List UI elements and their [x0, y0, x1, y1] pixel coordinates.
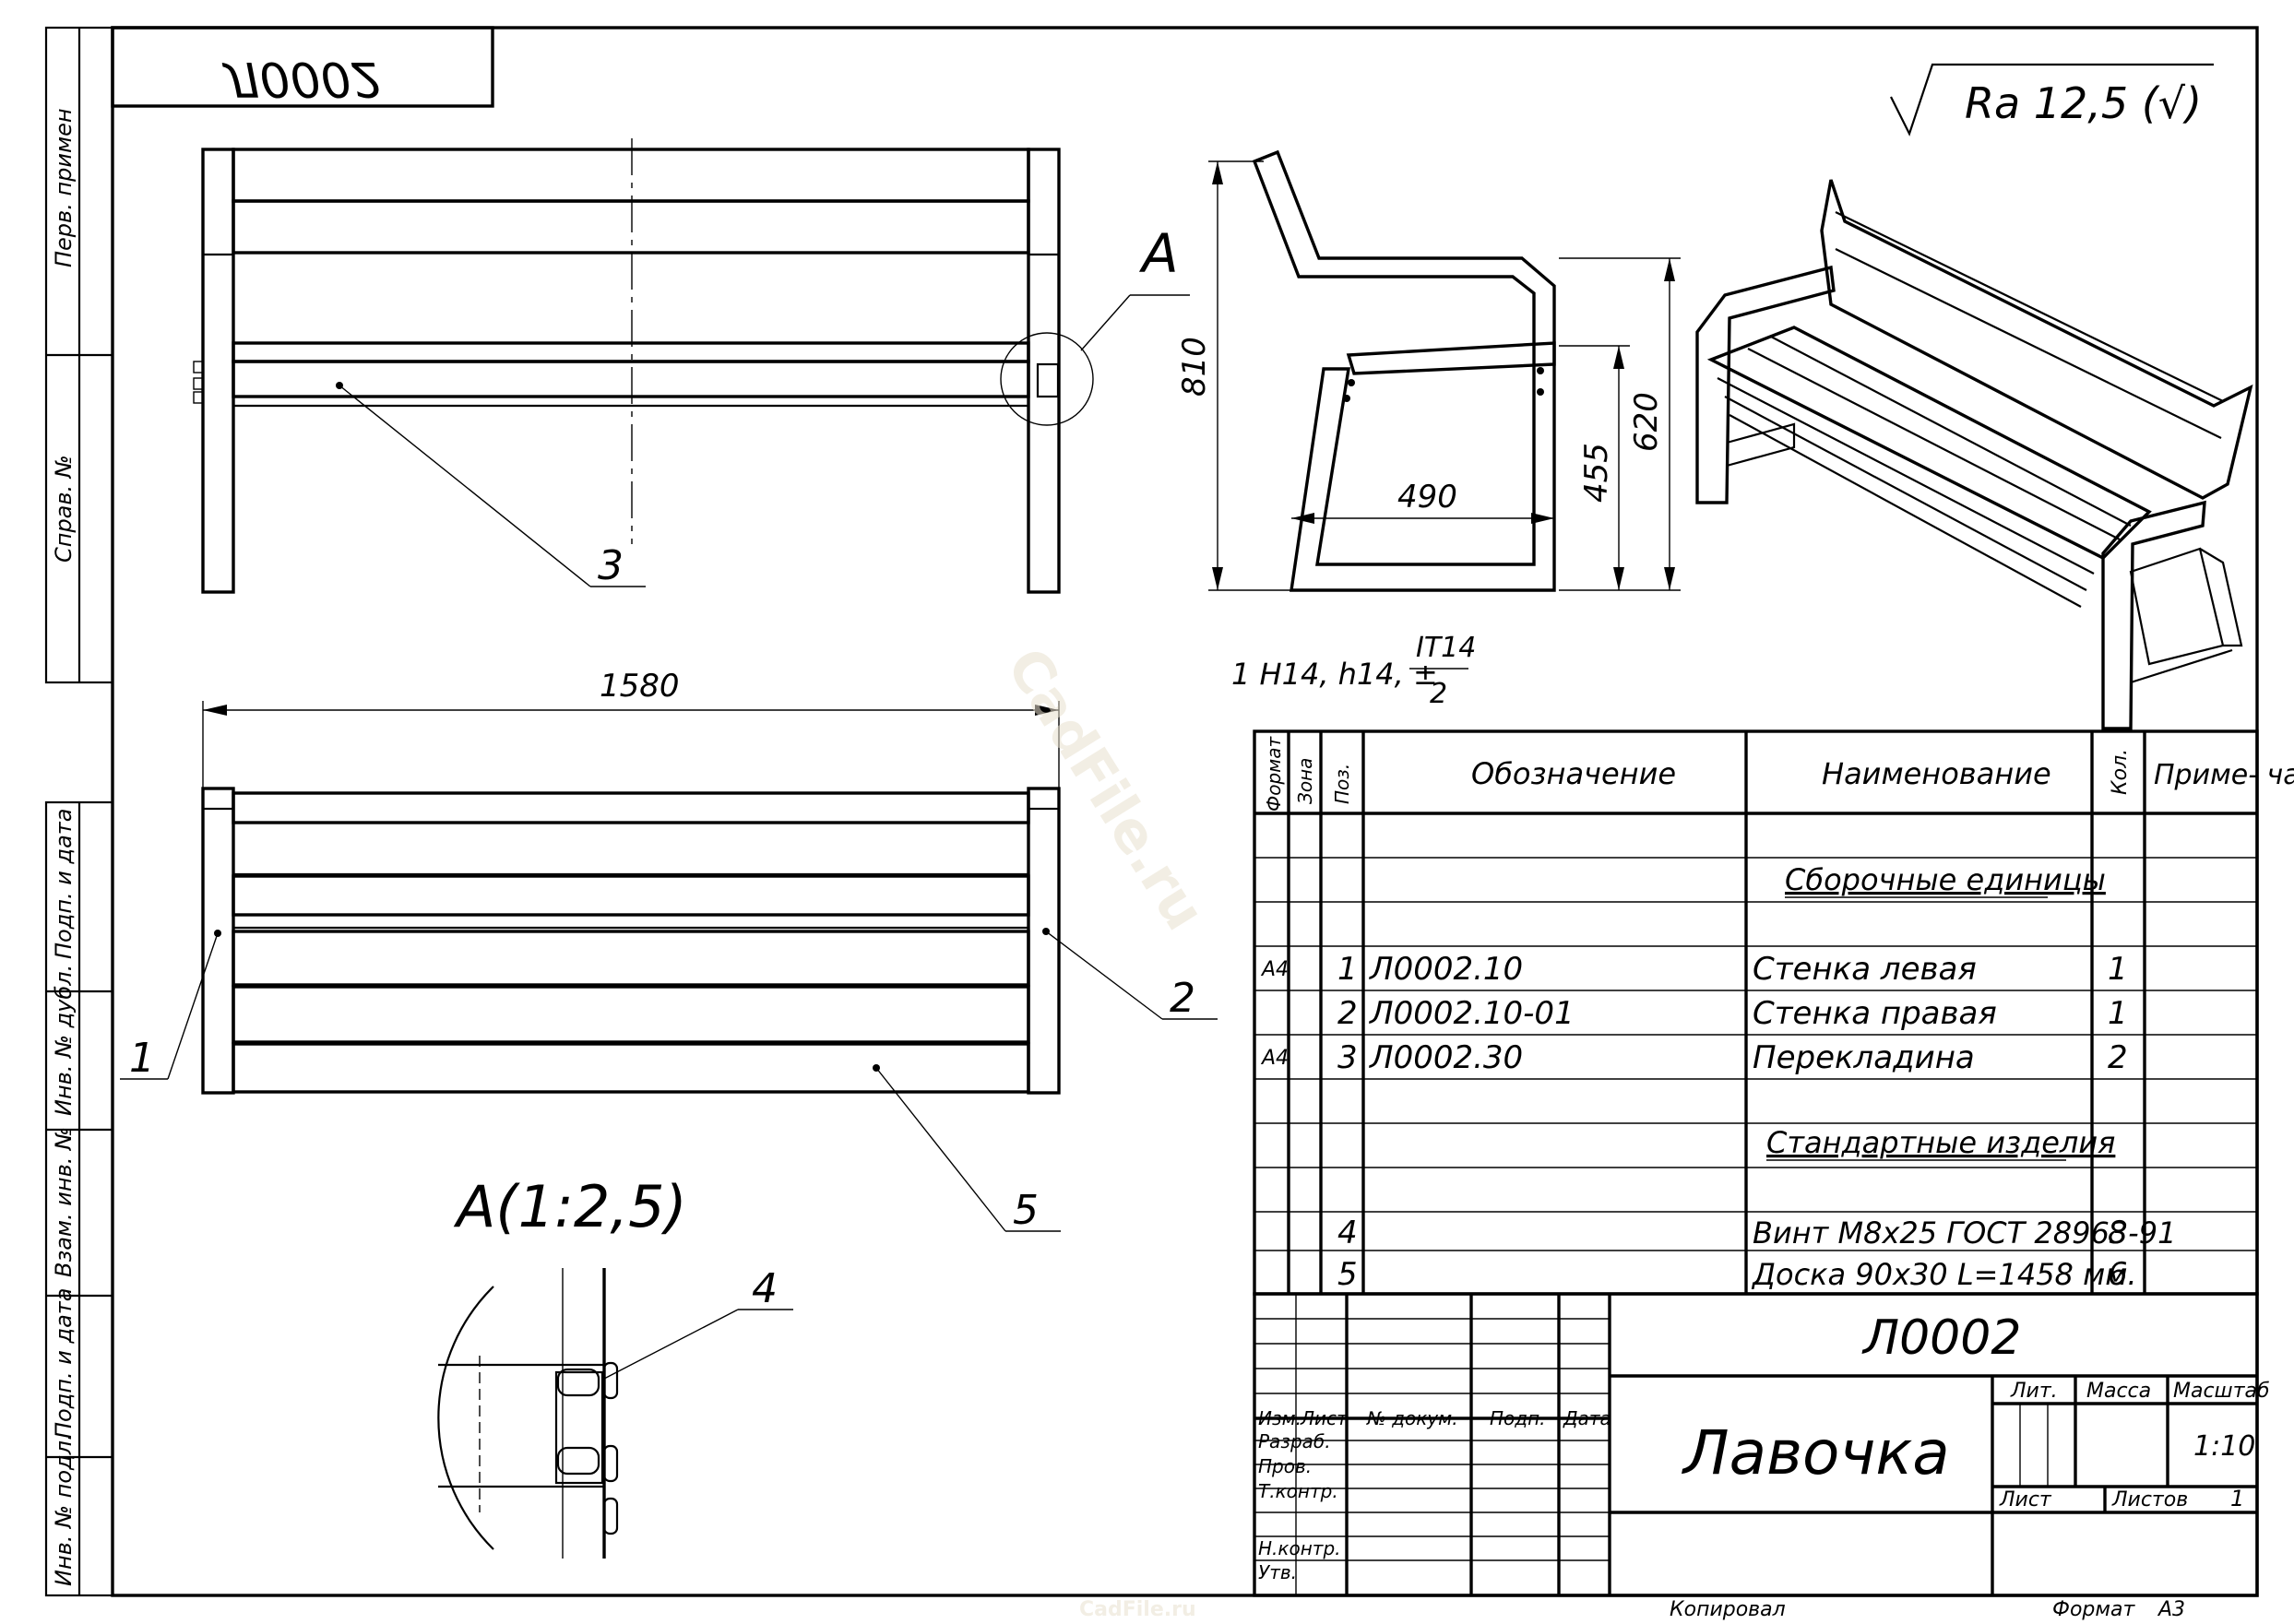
- roughness-symbol: Ra 12,5 (√): [1890, 63, 2214, 136]
- margin-label-perv: Перв. примен: [51, 108, 77, 267]
- section-assemblies: Сборочные единицы: [1785, 862, 2106, 897]
- footer-copied: Копировал: [1670, 1598, 1786, 1621]
- dim-1580: 1580: [600, 668, 680, 705]
- header-pos: Поз.: [1331, 764, 1353, 804]
- tb-sheet-label: Лист: [1999, 1488, 2052, 1511]
- row-format: А4: [1260, 1047, 1289, 1070]
- spec-table: Формат Зона Поз. Обозначение Наименовани…: [1253, 729, 2294, 1296]
- margin-label-dubl: Инв. № дубл.: [51, 965, 77, 1116]
- tb-role-utv: Утв.: [1258, 1561, 1297, 1583]
- row-designation: Л0002.10-01: [1368, 995, 1575, 1032]
- table-row: 4 Винт М8х25 ГОСТ 28963-91 8: [1337, 1215, 2176, 1251]
- dim-810: 810: [1176, 337, 1213, 397]
- header-note: Приме- чание: [2154, 759, 2294, 791]
- tb-role-razrab: Разраб.: [1258, 1430, 1331, 1452]
- row-name: Стенка левая: [1753, 951, 1977, 988]
- tb-col-docum: № докум.: [1366, 1407, 1458, 1429]
- table-row: 2 Л0002.10-01 Стенка правая 1: [1337, 995, 2128, 1032]
- row-pos: 3: [1337, 1039, 1358, 1076]
- footer-format-value: А3: [2157, 1598, 2185, 1621]
- row-pos: 5: [1337, 1256, 1358, 1293]
- tolerance-prefix: 1 H14, h14, ±: [1231, 657, 1438, 692]
- tb-col-izm: Изм.: [1258, 1407, 1302, 1429]
- margin-label-vzam: Взам. инв. №: [51, 1127, 77, 1277]
- row-designation: Л0002.10: [1368, 951, 1523, 988]
- tb-col-list: Лист: [1300, 1407, 1349, 1429]
- tb-lit-label: Лит.: [2010, 1380, 2058, 1403]
- row-name: Доска 90х30 L=1458 мм.: [1751, 1257, 2137, 1292]
- row-qty: 6: [2108, 1256, 2128, 1293]
- mirrored-designation: Л0002: [221, 51, 381, 106]
- tb-role-tkontr: Т.контр.: [1258, 1480, 1338, 1502]
- tb-col-podp: Подп.: [1490, 1407, 1546, 1429]
- tb-designation: Л0002: [1861, 1310, 2021, 1366]
- tb-sheets-label: Листов: [2111, 1488, 2188, 1511]
- header-format: Формат: [1263, 736, 1285, 812]
- margin-label-podp1: Подп. и дата: [51, 809, 77, 960]
- tb-col-data: Дата: [1563, 1407, 1611, 1429]
- table-row: 5 Доска 90х30 L=1458 мм. 6: [1337, 1256, 2137, 1293]
- row-qty: 2: [2108, 1039, 2128, 1076]
- table-row: А4 1 Л0002.10 Стенка левая 1: [1260, 951, 2128, 988]
- tb-scale-label: Масштаб: [2173, 1380, 2270, 1403]
- tb-role-nkontr: Н.контр.: [1258, 1537, 1341, 1559]
- row-name: Стенка правая: [1753, 995, 1997, 1032]
- tb-role-prov: Пров.: [1258, 1455, 1312, 1477]
- header-qty: Кол.: [2109, 749, 2132, 795]
- table-row: А4 3 Л0002.30 Перекладина 2: [1260, 1039, 2128, 1076]
- row-pos: 4: [1337, 1215, 1358, 1251]
- callout-5: 5: [1013, 1187, 1039, 1234]
- detail-label: A(1:2,5): [453, 1173, 687, 1240]
- margin-label-podp2: Подп. и дата: [51, 1288, 77, 1440]
- row-designation: Л0002.30: [1368, 1039, 1523, 1076]
- tolerance-denominator: 2: [1430, 678, 1447, 710]
- top-view: 1580 1 2 5: [120, 668, 1218, 1234]
- margin-label-inv: Инв. № подл.: [51, 1433, 77, 1586]
- tolerance-note: 1 H14, h14, ± IT14 2: [1231, 632, 1476, 710]
- row-pos: 1: [1337, 951, 1358, 988]
- tb-sheets-value: 1: [2230, 1486, 2244, 1511]
- dim-490: 490: [1397, 479, 1457, 516]
- roughness-text: Ra 12,5 (√): [1965, 78, 2202, 128]
- header-designation: Обозначение: [1471, 756, 1676, 791]
- row-name: Перекладина: [1753, 1039, 1975, 1076]
- detail-view-A: A(1:2,5) 4: [437, 1173, 793, 1559]
- margin-label-sprav: Справ. №: [51, 455, 77, 563]
- callout-4: 4: [752, 1265, 778, 1312]
- title-block: Л0002 Лавочка Изм. Лист № докум. Подп. Д…: [1253, 1292, 2270, 1597]
- tb-scale-value: 1:10: [2193, 1430, 2255, 1463]
- row-qty: 1: [2108, 951, 2128, 988]
- header-name: Наименование: [1822, 756, 2051, 791]
- row-qty: 1: [2108, 995, 2128, 1032]
- watermark-footer: CadFile.ru: [1079, 1598, 1196, 1621]
- dim-620: 620: [1628, 392, 1665, 452]
- front-view: A 3: [193, 138, 1190, 594]
- header-zone: Зона: [1294, 758, 1316, 804]
- margin-labels: Перв. примен Справ. № Подп. и дата Инв. …: [51, 108, 77, 1586]
- row-format: А4: [1260, 958, 1289, 981]
- row-pos: 2: [1337, 995, 1358, 1032]
- tb-title: Лавочка: [1682, 1417, 1950, 1488]
- dim-455: 455: [1578, 443, 1615, 503]
- side-view: 810 620 455 490: [1176, 149, 1681, 592]
- tb-mass-label: Масса: [2086, 1380, 2151, 1403]
- view-label-A: A: [1138, 222, 1179, 285]
- section-standard: Стандартные изделия: [1766, 1125, 2115, 1160]
- callout-1: 1: [129, 1035, 155, 1082]
- footer-format-label: Формат: [2052, 1598, 2135, 1621]
- tolerance-numerator: IT14: [1416, 632, 1476, 664]
- isometric-view: [1695, 179, 2253, 730]
- callout-2: 2: [1170, 975, 1195, 1022]
- row-name: Винт М8х25 ГОСТ 28963-91: [1753, 1215, 2176, 1251]
- row-qty: 8: [2108, 1215, 2128, 1251]
- callout-3: 3: [598, 542, 624, 589]
